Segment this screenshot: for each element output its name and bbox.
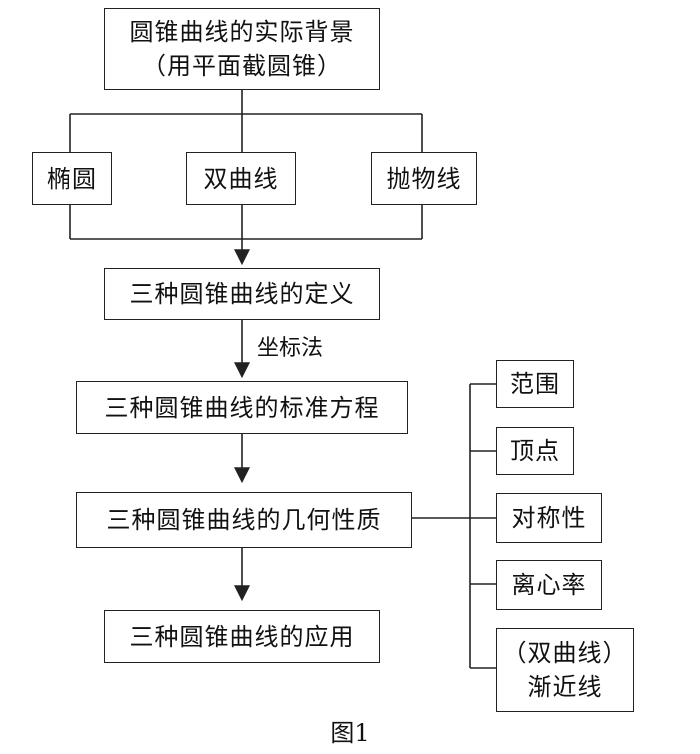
- symmetry-box: 对称性: [496, 493, 602, 543]
- eccentricity-label: 离心率: [511, 571, 587, 599]
- hyperbola-label: 双曲线: [203, 164, 279, 193]
- hyperbola-box: 双曲线: [186, 152, 296, 205]
- range-label: 范围: [510, 370, 560, 398]
- parabola-box: 抛物线: [371, 152, 477, 205]
- range-box: 范围: [496, 360, 574, 408]
- eccentricity-box: 离心率: [496, 560, 602, 610]
- real-background-box: 圆锥曲线的实际背景 （用平面截圆锥）: [104, 8, 380, 90]
- parabola-label: 抛物线: [386, 164, 462, 193]
- asymptote-box: （双曲线） 渐近线: [496, 628, 634, 712]
- definition-label: 三种圆锥曲线的定义: [129, 280, 355, 308]
- vertex-box: 顶点: [496, 427, 574, 475]
- ellipse-label: 椭圆: [47, 164, 97, 193]
- geometric-properties-box: 三种圆锥曲线的几何性质: [76, 492, 412, 548]
- coordinate-method-label: 坐标法: [257, 336, 324, 361]
- symmetry-label: 对称性: [511, 504, 587, 532]
- standard-equation-label: 三种圆锥曲线的标准方程: [104, 393, 380, 422]
- standard-equation-box: 三种圆锥曲线的标准方程: [76, 381, 408, 434]
- definition-box: 三种圆锥曲线的定义: [104, 268, 380, 320]
- figure-caption: 图1: [330, 719, 370, 747]
- ellipse-box: 椭圆: [32, 152, 112, 205]
- vertex-label: 顶点: [510, 437, 560, 465]
- geometric-properties-label: 三种圆锥曲线的几何性质: [106, 506, 382, 534]
- real-background-title: 圆锥曲线的实际背景: [129, 18, 355, 46]
- application-box: 三种圆锥曲线的应用: [104, 610, 380, 663]
- asymptote-qualifier: （双曲线）: [502, 639, 628, 667]
- real-background-subtitle: （用平面截圆锥）: [142, 52, 342, 80]
- application-label: 三种圆锥曲线的应用: [129, 622, 355, 651]
- asymptote-label: 渐近线: [527, 673, 603, 701]
